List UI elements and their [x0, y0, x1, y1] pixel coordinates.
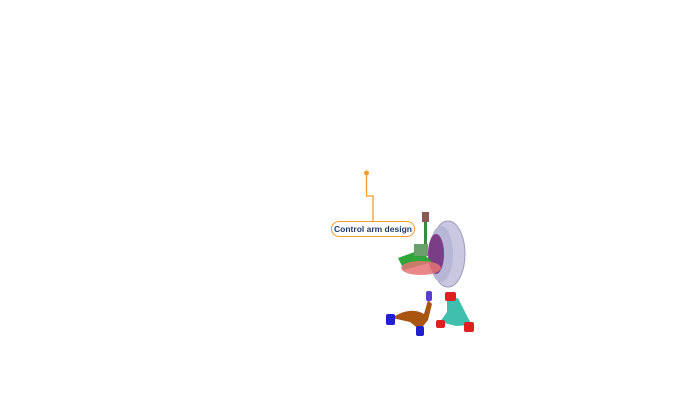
lower-control-arm-right [436, 292, 474, 332]
lower-control-arm-left [386, 291, 432, 336]
callout-leader-line [364, 170, 374, 221]
suspension-assembly-illustration [398, 212, 466, 288]
callout-label-control-arm-design: Control arm design [331, 221, 415, 237]
